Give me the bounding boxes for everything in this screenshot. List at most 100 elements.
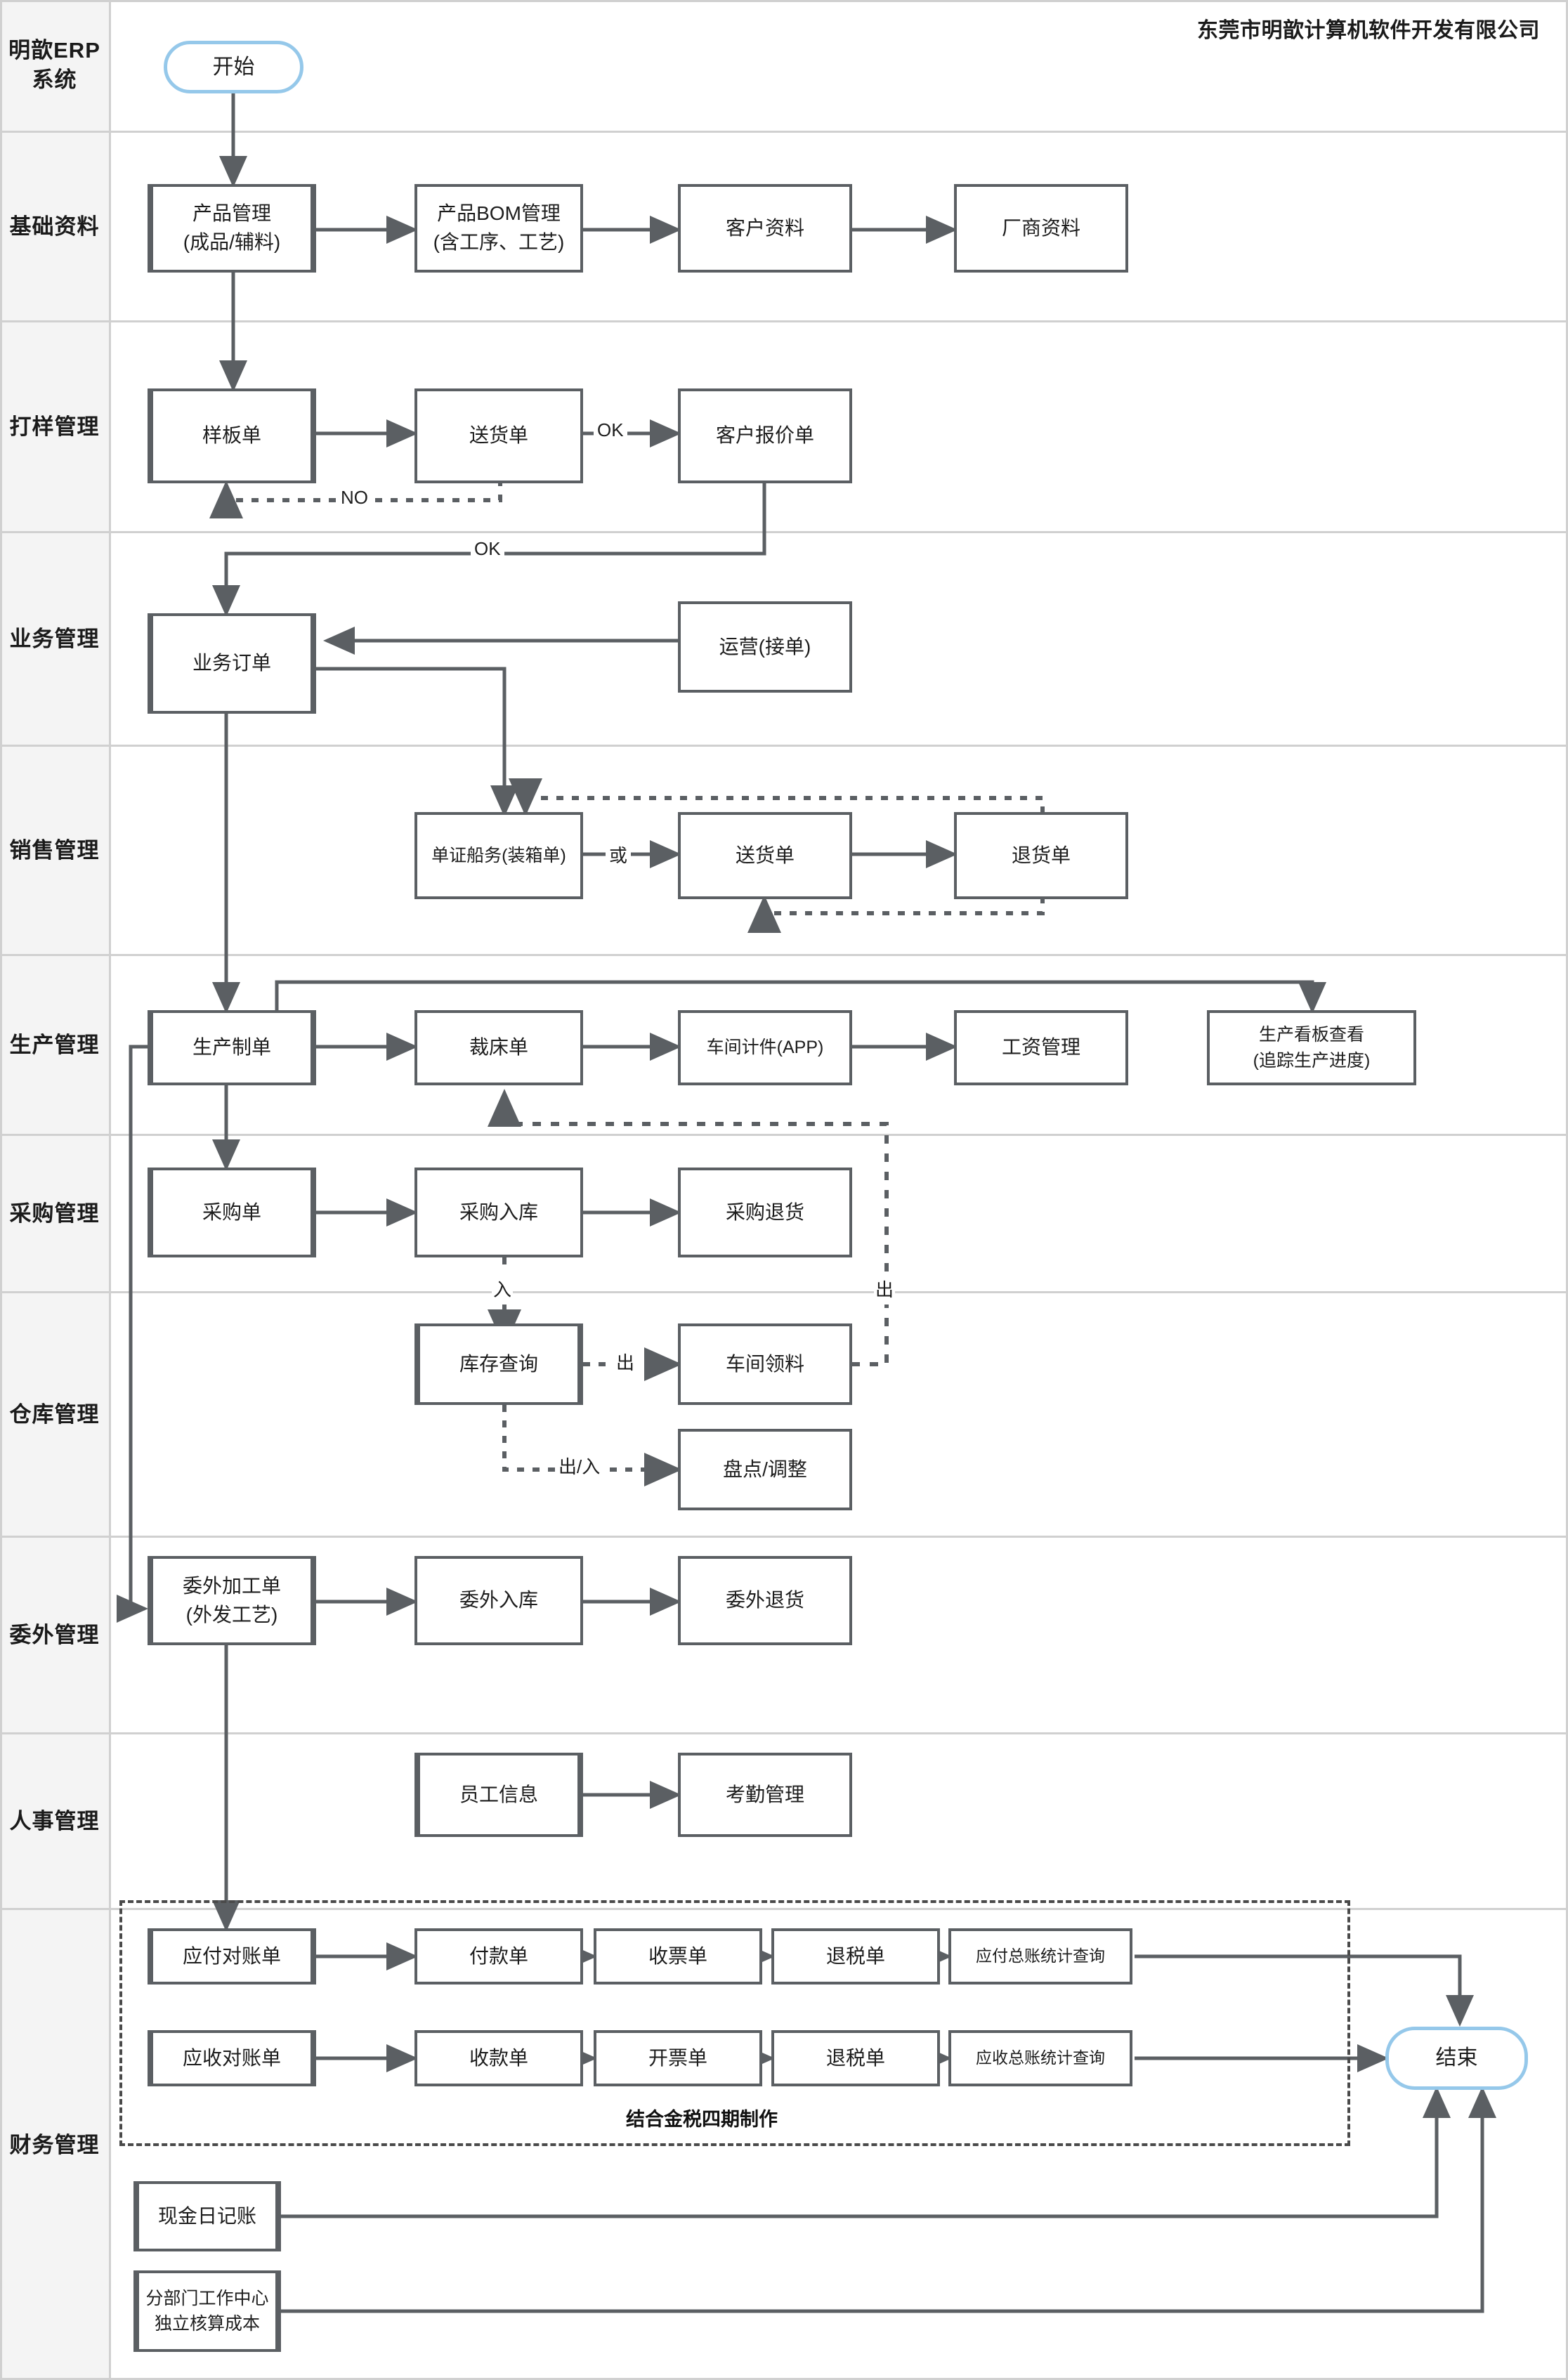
- node-ap-ledger-query[interactable]: 应付总账统计查询: [948, 1928, 1132, 1985]
- lane-business: 业务管理: [0, 531, 1568, 745]
- node-tax-refund-payable[interactable]: 退税单: [771, 1928, 940, 1985]
- node-ar-ledger-query-label: 应收总账统计查询: [976, 2048, 1105, 2067]
- lane-label-production: 生产管理: [0, 956, 111, 1134]
- node-delivery-note-sales-label: 送货单: [735, 844, 795, 866]
- node-operation-intake[interactable]: 运营(接单): [678, 601, 852, 693]
- node-purchase-in-label: 采购入库: [459, 1201, 538, 1223]
- node-outsource-return-label: 委外退货: [725, 1589, 804, 1611]
- node-business-order[interactable]: 业务订单: [148, 613, 316, 714]
- node-purchase-return-label: 采购退货: [725, 1201, 804, 1223]
- node-tax-refund-receivable[interactable]: 退税单: [771, 2030, 940, 2086]
- node-doc-shipping-label: 单证船务(装箱单): [431, 845, 566, 865]
- start-label: 开始: [212, 55, 255, 79]
- node-customer-data[interactable]: 客户资料: [678, 184, 852, 273]
- node-workshop-piece-label: 车间计件(APP): [706, 1038, 824, 1058]
- node-product-bom[interactable]: 产品BOM管理(含工序、工艺): [414, 184, 583, 273]
- node-workshop-pick[interactable]: 车间领料: [678, 1323, 852, 1405]
- node-ar-statement[interactable]: 应收对账单: [148, 2030, 316, 2086]
- lane-label-purchase: 采购管理: [0, 1136, 111, 1291]
- node-outsource-in-label: 委外入库: [459, 1589, 538, 1611]
- node-production-kanban[interactable]: 生产看板查看(追踪生产进度): [1207, 1010, 1416, 1085]
- node-cash-journal[interactable]: 现金日记账: [133, 2181, 281, 2251]
- node-customer-quote[interactable]: 客户报价单: [678, 388, 852, 483]
- node-receipt-note-label: 收款单: [469, 2046, 528, 2069]
- node-stock-check[interactable]: 盘点/调整: [678, 1429, 852, 1510]
- lane-outsource: 委外管理: [0, 1536, 1568, 1732]
- node-cutting-order[interactable]: 裁床单: [414, 1010, 583, 1085]
- lane-warehouse: 仓库管理: [0, 1291, 1568, 1536]
- node-payment-note[interactable]: 付款单: [414, 1928, 583, 1985]
- node-outsource-in[interactable]: 委外入库: [414, 1556, 583, 1645]
- node-return-note-label: 退货单: [1011, 844, 1071, 866]
- node-salary-mgmt[interactable]: 工资管理: [954, 1010, 1128, 1085]
- lane-label-outsource: 委外管理: [0, 1538, 111, 1732]
- node-receipt-note[interactable]: 收款单: [414, 2030, 583, 2086]
- edge-label-ok-1: OK: [594, 419, 627, 441]
- node-stock-query[interactable]: 库存查询: [414, 1323, 583, 1405]
- edge-label-ok-2: OK: [471, 538, 504, 560]
- node-attendance[interactable]: 考勤管理: [678, 1753, 852, 1837]
- node-purchase-order[interactable]: 采购单: [148, 1168, 316, 1257]
- lane-production: 生产管理: [0, 954, 1568, 1134]
- node-product-mgmt[interactable]: 产品管理(成品/辅料): [148, 184, 316, 273]
- node-product-mgmt-label: 产品管理(成品/辅料): [183, 202, 281, 253]
- node-employee-info-label: 员工信息: [459, 1783, 538, 1805]
- node-outsource-order[interactable]: 委外加工单(外发工艺): [148, 1556, 316, 1645]
- node-production-order-label: 生产制单: [192, 1036, 271, 1059]
- node-purchase-in[interactable]: 采购入库: [414, 1168, 583, 1257]
- node-attendance-label: 考勤管理: [725, 1783, 804, 1805]
- node-outsource-order-label: 委外加工单(外发工艺): [182, 1574, 281, 1626]
- node-tax-refund-payable-label: 退税单: [825, 1944, 885, 1967]
- node-issue-invoice-label: 开票单: [648, 2046, 707, 2069]
- edge-label-out-2: 出: [613, 1349, 639, 1375]
- lane-purchase: 采购管理: [0, 1134, 1568, 1291]
- edge-label-out-in-1: 出/入: [555, 1453, 604, 1479]
- node-outsource-return[interactable]: 委外退货: [678, 1556, 852, 1645]
- edge-label-in-1: 入: [492, 1273, 514, 1305]
- lane-label-warehouse: 仓库管理: [0, 1293, 111, 1536]
- edge-label-no-1: NO: [337, 487, 372, 509]
- node-vendor-data-label: 厂商资料: [1001, 216, 1080, 239]
- node-delivery-note-sales[interactable]: 送货单: [678, 812, 852, 899]
- node-employee-info[interactable]: 员工信息: [414, 1753, 583, 1837]
- lane-hr: 人事管理: [0, 1732, 1568, 1908]
- node-delivery-note-sampling[interactable]: 送货单: [414, 388, 583, 483]
- lane-label-finance: 财务管理: [0, 1910, 111, 2380]
- node-workshop-pick-label: 车间领料: [725, 1352, 804, 1375]
- node-purchase-order-label: 采购单: [202, 1201, 261, 1223]
- node-issue-invoice[interactable]: 开票单: [594, 2030, 762, 2086]
- node-doc-shipping[interactable]: 单证船务(装箱单): [414, 812, 583, 899]
- lane-label-sales: 销售管理: [0, 747, 111, 954]
- node-cash-journal-label: 现金日记账: [157, 2204, 256, 2227]
- node-vendor-data[interactable]: 厂商资料: [954, 184, 1128, 273]
- node-sample-order[interactable]: 样板单: [148, 388, 316, 483]
- node-customer-quote-label: 客户报价单: [715, 424, 814, 447]
- node-return-note[interactable]: 退货单: [954, 812, 1128, 899]
- node-ap-ledger-query-label: 应付总账统计查询: [976, 1947, 1105, 1966]
- node-production-order[interactable]: 生产制单: [148, 1010, 316, 1085]
- node-tax-refund-receivable-label: 退税单: [825, 2046, 885, 2069]
- node-production-kanban-label: 生产看板查看(追踪生产进度): [1253, 1025, 1371, 1071]
- node-product-bom-label: 产品BOM管理(含工序、工艺): [433, 202, 565, 253]
- node-delivery-note-sampling-label: 送货单: [469, 424, 528, 447]
- edge-label-or-1: 或: [606, 842, 632, 868]
- node-purchase-return[interactable]: 采购退货: [678, 1168, 852, 1257]
- lane-sales: 销售管理: [0, 745, 1568, 954]
- node-ar-statement-label: 应收对账单: [182, 2046, 281, 2069]
- edge-label-out-1: 出: [874, 1273, 896, 1305]
- node-ap-statement[interactable]: 应付对账单: [148, 1928, 316, 1985]
- node-salary-mgmt-label: 工资管理: [1001, 1036, 1080, 1059]
- node-receive-invoice[interactable]: 收票单: [594, 1928, 762, 1985]
- lane-label-sampling: 打样管理: [0, 322, 111, 531]
- lane-sampling: 打样管理: [0, 320, 1568, 531]
- node-business-order-label: 业务订单: [192, 652, 271, 674]
- node-stock-check-label: 盘点/调整: [723, 1458, 807, 1480]
- node-ar-ledger-query[interactable]: 应收总账统计查询: [948, 2030, 1132, 2086]
- node-dept-cost-center[interactable]: 分部门工作中心独立核算成本: [133, 2270, 281, 2352]
- node-workshop-piece[interactable]: 车间计件(APP): [678, 1010, 852, 1085]
- end-node[interactable]: 结束: [1385, 2027, 1528, 2090]
- start-node[interactable]: 开始: [164, 41, 303, 93]
- node-stock-query-label: 库存查询: [459, 1352, 538, 1375]
- lane-label-basic: 基础资料: [0, 133, 111, 320]
